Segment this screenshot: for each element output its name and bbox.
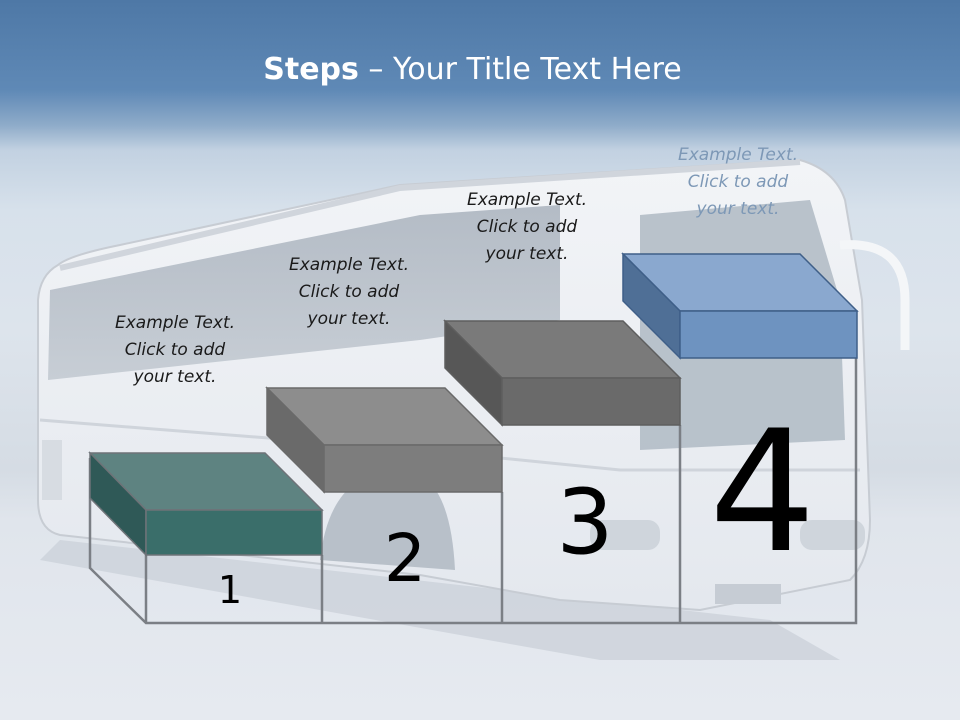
step-1-caption[interactable]: Example Text. Click to add your text.	[100, 310, 250, 391]
step-2-number: 2	[384, 520, 426, 597]
caption-line: Click to add	[687, 172, 789, 192]
caption-line: Example Text.	[677, 145, 799, 165]
caption-line: Click to add	[124, 340, 226, 360]
step-1-number: 1	[217, 568, 243, 612]
step-2-block[interactable]	[265, 386, 504, 494]
step-2-caption[interactable]: Example Text. Click to add your text.	[274, 252, 424, 333]
step-3-block[interactable]	[443, 319, 682, 427]
caption-line: your text.	[696, 199, 780, 219]
step-3-caption[interactable]: Example Text. Click to add your text.	[452, 187, 602, 268]
caption-line: Example Text.	[466, 190, 588, 210]
caption-line: Click to add	[298, 282, 400, 302]
caption-line: your text.	[133, 367, 217, 387]
step-4-number: 4	[709, 394, 816, 590]
caption-line: your text.	[485, 244, 569, 264]
step-3-number: 3	[556, 470, 614, 575]
caption-line: Example Text.	[114, 313, 236, 333]
caption-line: your text.	[307, 309, 391, 329]
caption-line: Example Text.	[288, 255, 410, 275]
title-rest: – Your Title Text Here	[358, 52, 682, 87]
title-bold: Steps	[263, 52, 359, 87]
step-1-block[interactable]	[88, 451, 324, 557]
step-4-caption[interactable]: Example Text. Click to add your text.	[663, 142, 813, 223]
caption-line: Click to add	[476, 217, 578, 237]
slide-title[interactable]: Steps – Your Title Text Here	[0, 52, 945, 87]
step-4-block[interactable]	[621, 252, 859, 360]
